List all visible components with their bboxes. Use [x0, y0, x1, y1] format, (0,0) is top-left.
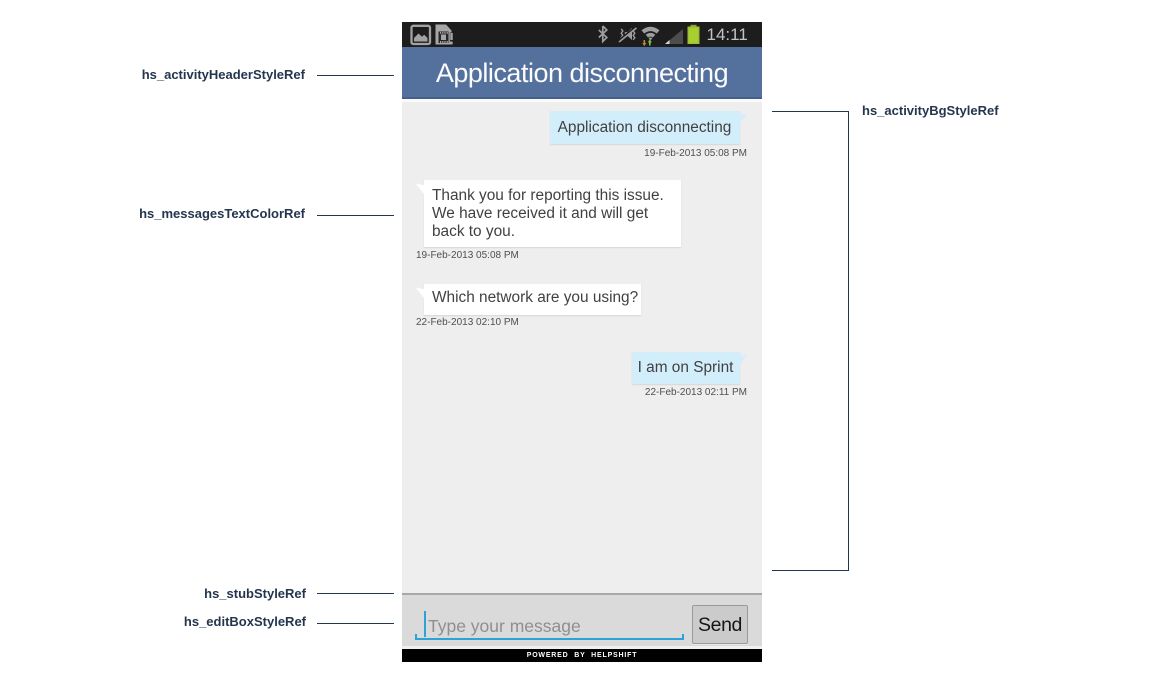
svg-text:14:11: 14:11 — [707, 25, 748, 44]
